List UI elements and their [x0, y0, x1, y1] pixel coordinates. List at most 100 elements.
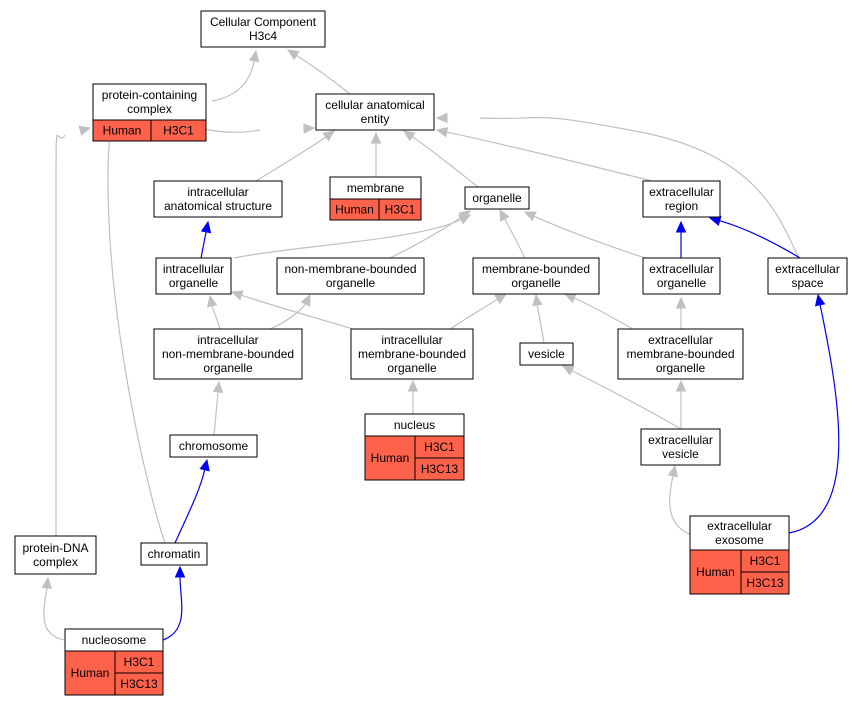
node-label-line: extracellular	[707, 519, 772, 533]
gene-cell: H3C13	[120, 677, 158, 691]
nodes-layer: Cellular ComponentH3c4protein-containing…	[14, 10, 848, 696]
node-label-line: membrane	[347, 181, 405, 195]
node-label-line: organelle	[203, 361, 253, 375]
node-chromosome[interactable]: chromosome	[169, 434, 258, 458]
node-label-line: membrane-bounded	[626, 347, 734, 361]
edge-extracellular_vesicle-to-extracellular_mb_organelle	[675, 379, 687, 429]
edge-intracellular_anatomical_structure-to-cellular_anatomical_entity	[255, 130, 335, 182]
edge-protein_containing_complex-to-root	[211, 49, 260, 102]
edge-intracellular_mb_organelle-to-membrane_bounded_organelle	[449, 293, 508, 330]
node-label-line: nucleosome	[82, 633, 147, 647]
species-cell: Human	[103, 124, 142, 138]
edge-extracellular_vesicle-to-vesicle	[561, 365, 682, 430]
node-label-line: exosome	[715, 533, 764, 547]
node-chromatin[interactable]: chromatin	[140, 542, 208, 566]
gene-cell: H3C1	[163, 124, 194, 138]
gene-cell: H3C1	[750, 554, 781, 568]
edge-extracellular_exosome-to-extracellular_vesicle	[667, 464, 693, 536]
node-label-line: organelle	[326, 276, 376, 290]
node-label-line: non-membrane-bounded	[162, 347, 294, 361]
annotation-protein-containing-complex: Human H3C1	[92, 119, 207, 142]
node-label-line: chromatin	[148, 547, 201, 561]
edge-cellular_anatomical_entity-to-root	[286, 49, 351, 95]
node-vesicle[interactable]: vesicle	[519, 342, 574, 366]
node-label-line: extracellular	[649, 185, 714, 199]
node-label-line: space	[791, 276, 823, 290]
edge-chromatin-to-chromosome	[174, 458, 210, 544]
edge-chromosome-to-intracellular_nmb_organelle	[212, 380, 224, 436]
node-label-line: intracellular	[163, 262, 224, 276]
species-cell: Human	[335, 203, 374, 217]
node-label-line: intracellular	[381, 333, 442, 347]
annotation-membrane: Human H3C1	[329, 198, 422, 221]
node-label-line: anatomical structure	[164, 199, 272, 213]
node-label-line: organelle	[657, 276, 707, 290]
species-cell: Human	[696, 565, 735, 579]
node-label-line: membrane-bounded	[482, 262, 590, 276]
edge-intracellular_organelle-to-intracellular_anatomical_structure	[200, 220, 212, 259]
edge-nucleosome-to-protein_dna_complex	[41, 576, 66, 641]
node-intracellular-nmb-organelle[interactable]: intracellularnon-membrane-boundedorganel…	[153, 328, 303, 380]
edges-layer	[41, 49, 840, 641]
edge-extracellular_organelle-to-organelle	[523, 211, 646, 259]
node-organelle[interactable]: organelle	[464, 186, 530, 210]
node-label-line: entity	[361, 112, 390, 126]
edge-organelle-to-cellular_anatomical_entity	[402, 130, 479, 188]
node-label-line: region	[665, 199, 698, 213]
species-cell: Human	[71, 666, 110, 680]
edge-non_membrane_bounded_organelle-to-organelle	[389, 210, 471, 259]
edge-protein_dna_complex-to-protein_containing_complex	[55, 125, 92, 536]
edge-chromatin-to-cellular_anatomical_entity	[107, 102, 316, 544]
node-label-line: extracellular	[775, 262, 840, 276]
node-label-line: chromosome	[179, 439, 249, 453]
node-label-line: protein-DNA	[22, 541, 88, 555]
species-cell: Human	[371, 451, 410, 465]
edge-intracellular_organelle-to-organelle	[233, 214, 472, 259]
node-label-line: H3c4	[249, 29, 277, 43]
node-label-line: vesicle	[528, 347, 565, 361]
node-label-line: complex	[33, 555, 78, 569]
edge-intracellular_nmb_organelle-to-intracellular_organelle	[207, 294, 221, 330]
edge-extracellular_space-to-cellular_anatomical_entity	[435, 112, 800, 259]
node-label-line: complex	[127, 102, 172, 116]
edge-vesicle-to-membrane_bounded_organelle	[532, 293, 545, 344]
node-label-line: nucleus	[394, 418, 435, 432]
node-label-line: Cellular Component	[210, 15, 317, 29]
edge-intracellular_mb_organelle-to-intracellular_organelle	[230, 290, 354, 330]
gene-cell: H3C13	[746, 576, 784, 590]
node-label-line: organelle	[387, 361, 437, 375]
edge-extracellular_mb_organelle-to-extracellular_organelle	[675, 296, 687, 329]
node-label-line: non-membrane-bounded	[284, 262, 416, 276]
edge-extracellular_region-to-cellular_anatomical_entity	[435, 127, 653, 182]
node-label-line: extracellular	[648, 433, 713, 447]
gene-cell: H3C1	[385, 203, 416, 217]
node-label-line: cellular anatomical	[325, 98, 424, 112]
node-label-line: organelle	[472, 191, 522, 205]
edge-nucleosome-to-chromatin	[162, 565, 186, 641]
edge-extracellular_mb_organelle-to-membrane_bounded_organelle	[563, 293, 634, 330]
node-label-line: organelle	[169, 276, 219, 290]
gene-cell: H3C13	[421, 462, 459, 476]
edge-intracellular_nmb_organelle-to-non_membrane_bounded_organelle	[269, 293, 311, 330]
gene-cell: H3C1	[124, 655, 155, 669]
